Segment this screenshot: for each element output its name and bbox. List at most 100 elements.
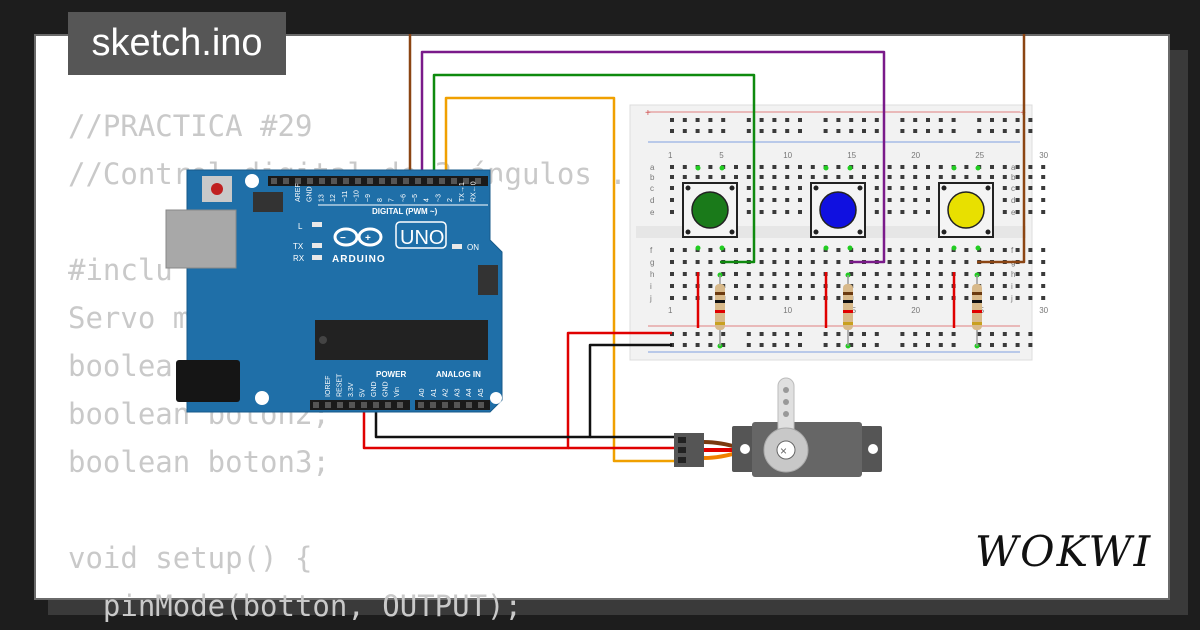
power-pin-label: RESET: [337, 373, 344, 397]
code-line: //PRACTICA #29: [68, 109, 313, 143]
resistor[interactable]: [972, 272, 982, 349]
col-label: 30: [1039, 151, 1048, 160]
row-label: j: [649, 294, 652, 303]
col-label: 15: [847, 151, 856, 160]
row-label: g: [650, 258, 654, 267]
digital-pin-label: 7: [389, 198, 396, 202]
digital-pin-label: 13: [318, 194, 325, 202]
analog-label: ANALOG IN: [436, 370, 481, 379]
digital-pin-label: 4: [424, 198, 431, 202]
svg-text:+: +: [365, 233, 371, 244]
col-label: 20: [911, 306, 920, 315]
push-buttons[interactable]: [682, 165, 994, 251]
code-line: Servo m: [68, 301, 191, 335]
digital-pin-label: ~3: [435, 194, 442, 202]
col-label: 20: [911, 151, 920, 160]
power-pin-label: Vin: [394, 387, 401, 397]
row-label: b: [1011, 173, 1016, 182]
code-line: void setup() {: [68, 541, 313, 575]
row-label: c: [650, 184, 654, 193]
row-label: e: [1011, 208, 1016, 217]
wire-orange: [444, 96, 690, 463]
power-pin-label: 5V: [360, 388, 367, 397]
digital-pin-label: 2: [447, 198, 454, 202]
row-label: f: [1011, 246, 1014, 255]
analog-pin-label: A3: [454, 388, 461, 397]
wires: [362, 34, 1026, 463]
microcontroller-chip: [315, 320, 488, 360]
digital-pin-label: RX←0: [471, 181, 478, 202]
analog-pin-label: A1: [431, 388, 438, 397]
servo-screw-icon: ×: [780, 444, 787, 458]
row-label: h: [650, 270, 654, 279]
power-pin-label: 3.3V: [348, 382, 355, 397]
power-label: POWER: [376, 370, 406, 379]
digital-pin-label: 12: [330, 194, 337, 202]
row-label: d: [650, 196, 654, 205]
digital-pin-label: ~10: [354, 190, 361, 202]
svg-text:+: +: [645, 108, 651, 119]
usb-port: [165, 209, 237, 269]
analog-pin-label: A5: [478, 388, 485, 397]
wire-green: [432, 73, 756, 264]
analog-header: [415, 400, 490, 410]
digital-pin-label: GND: [307, 186, 314, 202]
sketch-title[interactable]: sketch.ino: [68, 12, 286, 75]
col-label: 1: [668, 151, 673, 160]
board-brand: ARDUINO: [332, 254, 386, 265]
digital-header: [268, 176, 488, 186]
col-label: 10: [783, 306, 792, 315]
row-label: d: [1011, 196, 1015, 205]
code-line: #inclu: [68, 253, 173, 287]
digital-pin-label: ~6: [400, 194, 407, 202]
col-label: 30: [1039, 306, 1048, 315]
row-label: f: [650, 246, 653, 255]
power-pin-label: GND: [371, 381, 378, 397]
push-button-green[interactable]: [682, 165, 738, 251]
digital-pin-label: 8: [377, 198, 384, 202]
power-jack: [176, 360, 240, 402]
analog-pin-label: A0: [419, 388, 426, 397]
power-pin-label: GND: [383, 381, 390, 397]
resistor[interactable]: [715, 272, 725, 349]
board-name: UNO: [400, 227, 444, 249]
code-line: boolea: [68, 349, 173, 383]
led-l-label: L: [298, 222, 303, 231]
code-line: pinMode(botton, OUTPUT);: [68, 589, 522, 623]
arduino-logo-icon: [333, 227, 383, 247]
analog-pin-label: A4: [466, 388, 473, 397]
col-label: 5: [719, 151, 724, 160]
digital-pin-label: TX→1: [459, 182, 466, 202]
power-pin-label: IOREF: [325, 376, 332, 397]
row-label: j: [1010, 294, 1013, 303]
led-tx-label: TX: [293, 242, 304, 251]
resistor[interactable]: [843, 272, 853, 349]
resistors[interactable]: [715, 272, 982, 349]
row-label: h: [1011, 270, 1015, 279]
push-button-yellow[interactable]: [938, 165, 994, 251]
svg-text:−: −: [340, 233, 346, 244]
wire-brown-right: [977, 34, 1026, 264]
row-label: a: [1011, 163, 1016, 172]
col-label: 10: [783, 151, 792, 160]
row-label: a: [650, 163, 655, 172]
digital-pin-label: ~9: [365, 194, 372, 202]
led-rx-label: RX: [293, 254, 305, 263]
digital-pin-label: ~5: [412, 194, 419, 202]
row-label: i: [1011, 282, 1013, 291]
led-on-label: ON: [467, 243, 479, 252]
servo-motor[interactable]: ×: [674, 377, 882, 477]
digital-header-label: DIGITAL (PWM ~): [372, 207, 438, 216]
col-label: 25: [975, 151, 984, 160]
breadboard-labels: aabbccddeeffgghhiijj11551010151520202525…: [649, 151, 1049, 315]
power-header: [310, 400, 410, 410]
push-button-blue[interactable]: [810, 165, 866, 251]
row-label: e: [650, 208, 655, 217]
col-label: 1: [668, 306, 673, 315]
row-label: i: [650, 282, 652, 291]
digital-pin-label: ~11: [342, 191, 349, 202]
row-label: c: [1011, 184, 1015, 193]
row-label: b: [650, 173, 655, 182]
